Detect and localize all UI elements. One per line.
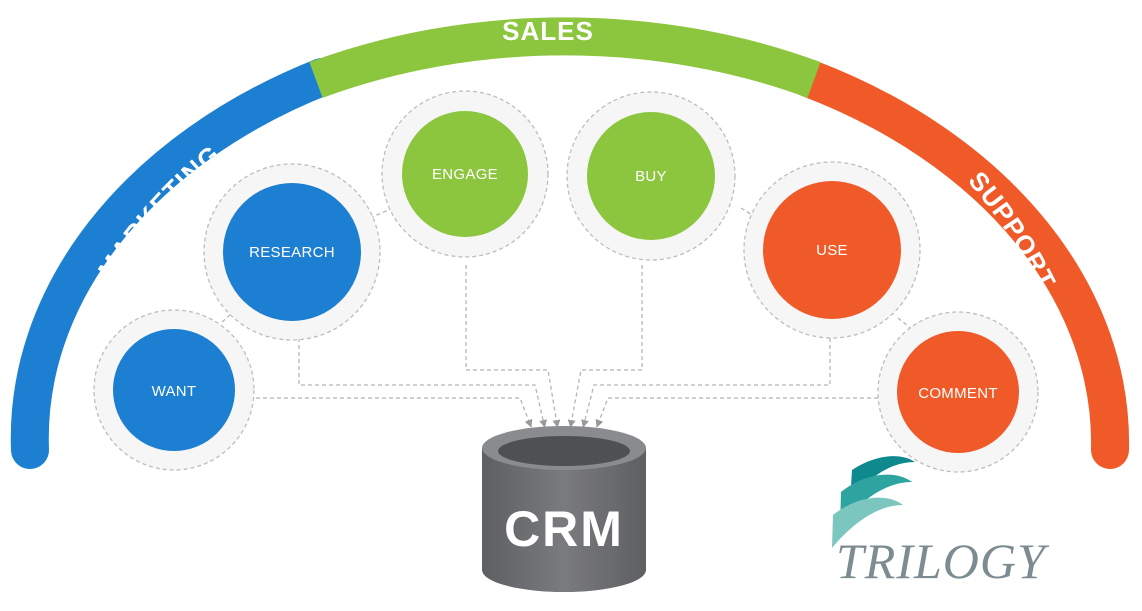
stage-arc-support <box>789 59 1130 469</box>
node-use-label: USE <box>816 242 848 259</box>
node-research: RESEARCH <box>203 163 381 341</box>
node-comment-circle <box>897 331 1019 453</box>
node-buy: BUY <box>566 91 736 261</box>
stage-arc-marketing <box>10 58 341 469</box>
node-engage-label: ENGAGE <box>432 166 498 183</box>
connector-use-crm <box>581 338 831 428</box>
node-buy-circle <box>587 112 715 240</box>
connector-comment-crm <box>595 397 878 428</box>
stage-label-sales: SALES <box>502 16 594 46</box>
trilogy-wordmark: TRILOGY <box>836 533 1050 589</box>
crm-database-icon: CRM <box>482 426 646 592</box>
trilogy-logo: TRILOGY <box>832 456 1050 589</box>
node-engage: ENGAGE <box>381 90 549 258</box>
crm-label: CRM <box>504 501 624 557</box>
node-comment: COMMENT <box>877 311 1039 473</box>
crm-cylinder-opening <box>498 436 630 466</box>
crm-connectors <box>256 265 878 428</box>
node-engage-circle <box>402 111 528 237</box>
node-buy-label: BUY <box>635 168 667 185</box>
connector-engage-crm <box>465 265 561 428</box>
logo-swoosh-3 <box>832 497 903 548</box>
stage-arc <box>10 17 1130 469</box>
node-research-label: RESEARCH <box>249 244 335 261</box>
node-use-circle <box>763 181 901 319</box>
journey-nodes: WANT RESEARCH ENGAGE BUY USE COMMENT <box>93 90 1039 473</box>
node-comment-label: COMMENT <box>918 385 998 402</box>
connector-want-crm <box>256 397 533 428</box>
node-research-circle <box>223 183 361 321</box>
stage-arc-sales <box>309 17 821 98</box>
connector-buy-crm <box>567 265 643 428</box>
node-want: WANT <box>93 309 255 471</box>
node-want-label: WANT <box>152 383 197 400</box>
logo-swoosh-1 <box>850 456 915 503</box>
crm-cylinder-body <box>482 448 646 592</box>
connector-research-crm <box>298 338 547 428</box>
node-use: USE <box>743 161 921 339</box>
node-want-circle <box>113 329 235 451</box>
link-research-engage <box>369 207 394 219</box>
logo-swoosh-2 <box>840 474 912 528</box>
